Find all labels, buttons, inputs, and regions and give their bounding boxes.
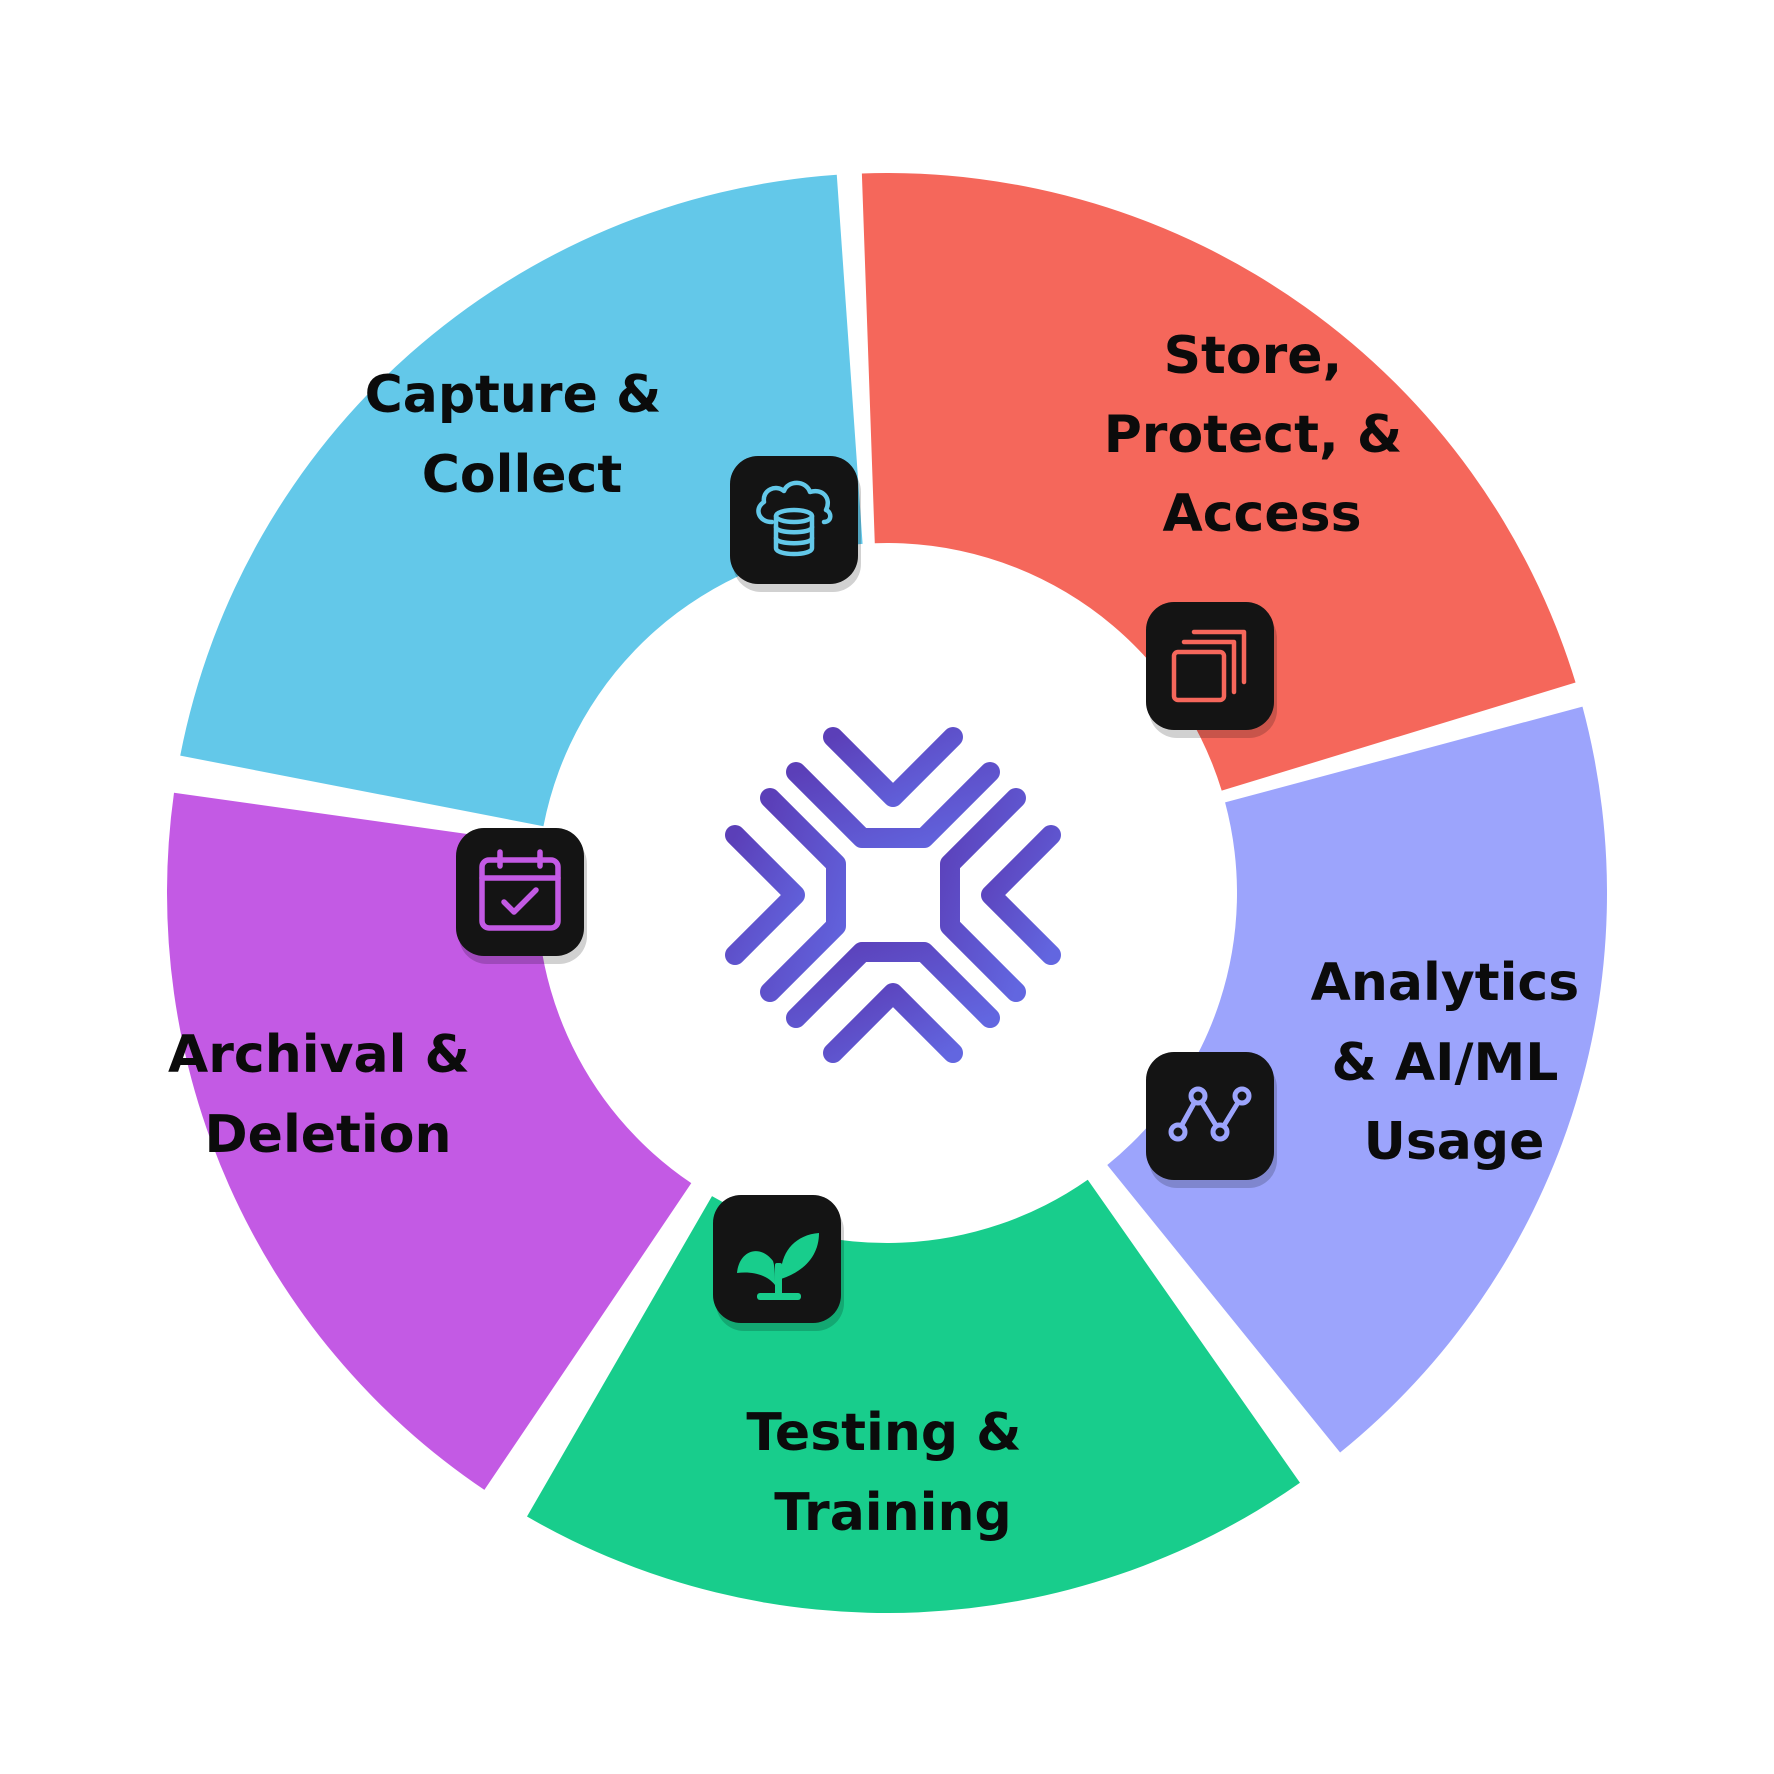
segment-label-analytics: Analytics & AI/ML Usage xyxy=(1311,953,1598,1172)
segment-label-archival: Archival & Deletion xyxy=(168,1025,488,1165)
sprout-icon xyxy=(713,1195,844,1331)
segment-archival xyxy=(167,792,692,1490)
segment-label-store: Store, Protect, & Access xyxy=(1104,326,1421,544)
stacked-windows-icon xyxy=(1146,602,1277,738)
segment-store xyxy=(861,172,1576,791)
brand-logo-icon xyxy=(725,727,1061,1063)
segment-label-testing: Testing & Training xyxy=(746,1403,1039,1543)
segment-label-capture: Capture & Collect xyxy=(365,365,680,505)
cloud-database-icon xyxy=(730,456,861,592)
calendar-check-icon xyxy=(456,828,587,964)
segment-capture xyxy=(180,174,863,827)
segment-analytics xyxy=(1107,706,1608,1453)
line-chart-icon xyxy=(1146,1052,1277,1188)
